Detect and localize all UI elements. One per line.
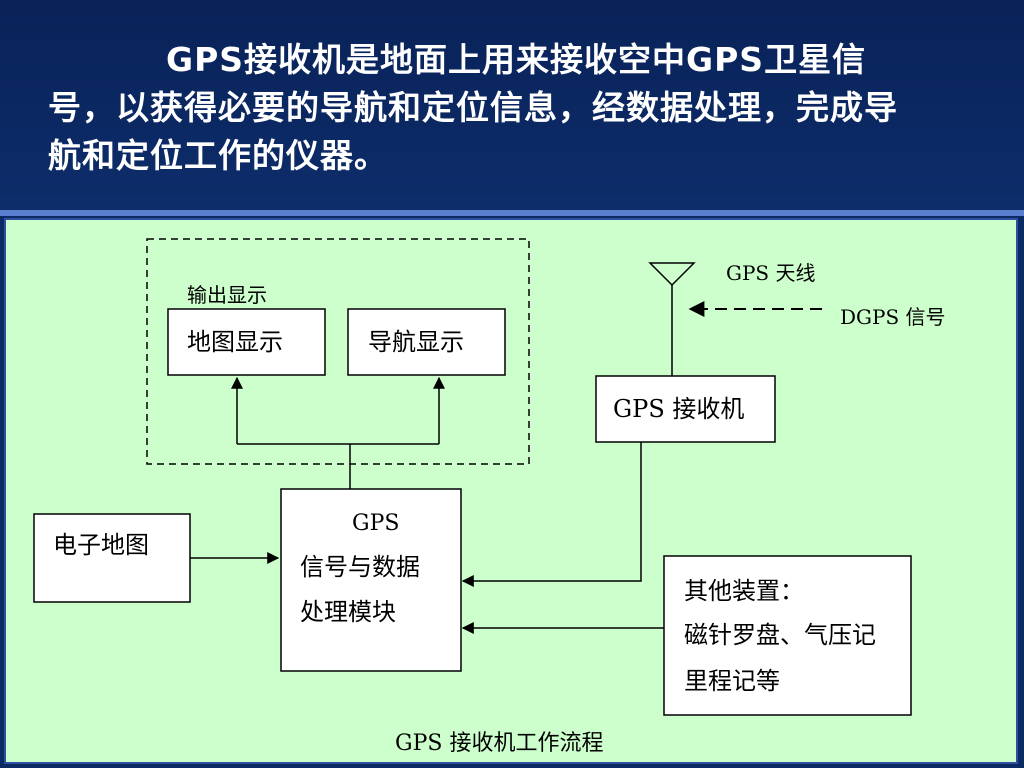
diagram-caption: GPS 接收机工作流程 (395, 731, 603, 756)
other-devices-line3: 里程记等 (684, 667, 780, 695)
map-display-box (167, 308, 326, 376)
other-devices-line1: 其他装置： (684, 577, 804, 605)
banner-divider (0, 210, 1024, 216)
dgps-label: DGPS 信号 (840, 305, 946, 329)
processor-label-line1: GPS (352, 511, 399, 536)
gps-receiver-label: GPS 接收机 (613, 395, 744, 423)
map-display-label: 地图显示 (187, 328, 283, 356)
processor-label-line3: 处理模块 (300, 598, 396, 626)
nav-display-box (347, 308, 506, 376)
other-devices-line2: 磁针罗盘、气压记 (684, 621, 876, 649)
antenna-icon (648, 262, 696, 287)
other-devices-box (663, 555, 912, 716)
processor-label-line2: 信号与数据 (300, 553, 420, 581)
description-text: GPS接收机是地面上用来接收空中GPS卫星信号，以获得必要的导航和定位信息，经数… (48, 40, 898, 175)
nav-display-label: 导航显示 (368, 328, 464, 356)
receiver-to-processor-arrow (461, 442, 642, 587)
output-display-group (146, 238, 530, 465)
gps-receiver-box (595, 375, 776, 443)
title-banner: GPS接收机是地面上用来接收空中GPS卫星信号，以获得必要的导航和定位信息，经数… (0, 0, 1024, 214)
electronic-map-box (33, 513, 191, 603)
antenna-label: GPS 天线 (726, 261, 816, 285)
processor-box (280, 488, 462, 672)
electronic-map-label: 电子地图 (53, 531, 149, 559)
output-group-label: 输出显示 (187, 283, 267, 307)
